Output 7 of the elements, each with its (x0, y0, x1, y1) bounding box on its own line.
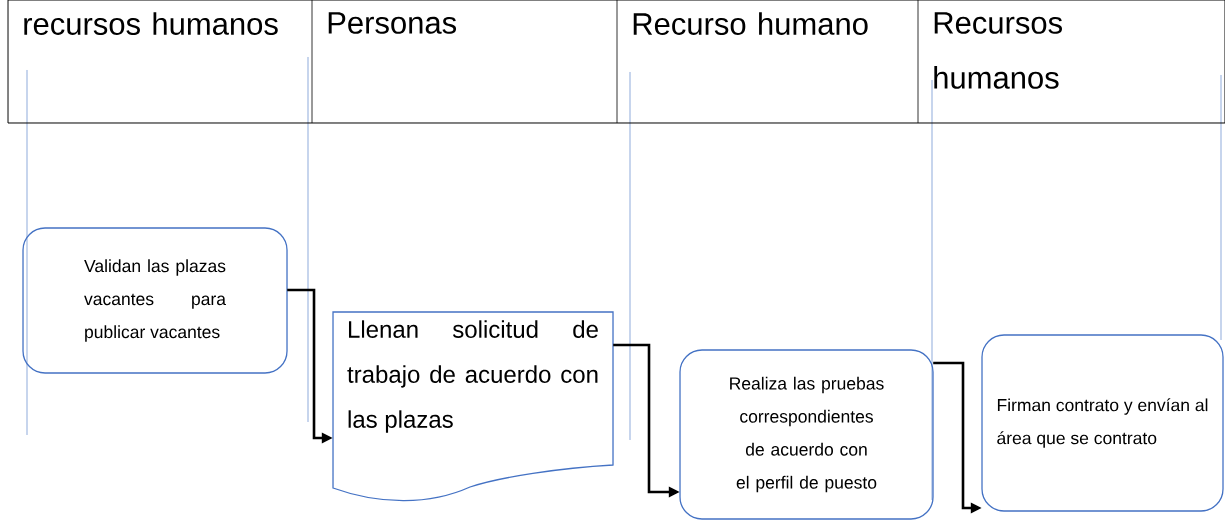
process-box: Firman contrato y envían al área que se contrato (981, 334, 1224, 512)
header-label: Recurso humano (633, 12, 868, 35)
header-label: Recursos humanos (934, 12, 1062, 89)
process-box: Validan las plazas vacantes para publicar vacantes (22, 227, 288, 374)
header-label: recursos humanos (24, 12, 278, 35)
header-label: Personas (328, 12, 457, 34)
process-box: Realiza las pruebas correspondientes de acuerdo con el perfil de puesto (679, 349, 934, 520)
